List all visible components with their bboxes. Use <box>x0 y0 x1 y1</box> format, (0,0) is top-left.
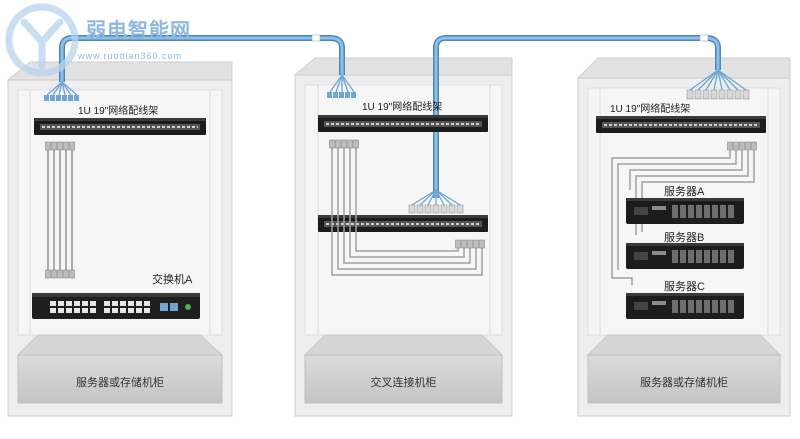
patch-panel-left <box>34 118 206 135</box>
patch-panel-label-middle: 1U 19"网络配线架 <box>362 102 443 113</box>
watermark-logo-icon <box>5 3 79 77</box>
cabinet-base-label-left: 服务器或存储机柜 <box>76 377 164 389</box>
fanout-middle-lower <box>408 189 464 214</box>
patch-panel-label-left: 1U 19"网络配线架 <box>78 106 159 117</box>
patch-panel-middle-bottom <box>318 215 488 232</box>
switch-icon <box>32 293 200 319</box>
patch-panel-label-right: 1U 19"网络配线架 <box>610 104 691 115</box>
fanout-right <box>686 69 750 100</box>
server-icon <box>626 293 744 319</box>
server-b-label: 服务器B <box>664 232 705 244</box>
cabinet-base-label-middle: 交叉连接机柜 <box>370 377 437 389</box>
patch-panel-middle-top <box>318 115 488 132</box>
watermark-title: 弱电智能网 <box>86 20 191 42</box>
fanout-left <box>44 81 79 101</box>
fanout-middle <box>327 74 356 98</box>
patch-cords-middle <box>329 139 485 276</box>
server-icon <box>626 243 744 269</box>
switch-label: 交换机A <box>152 274 193 286</box>
server-a-label: 服务器A <box>664 186 705 198</box>
server-icon <box>626 198 744 224</box>
patch-panel-right <box>596 116 766 133</box>
watermark-url: www.ruodian360.com <box>78 51 183 61</box>
server-c-label: 服务器C <box>664 281 705 293</box>
trunk-cable-left-middle <box>59 34 345 82</box>
trunk-cable-middle-right <box>433 34 721 198</box>
patch-cords-left <box>45 141 75 279</box>
cabinet-base-label-right: 服务器或存储机柜 <box>640 377 728 389</box>
